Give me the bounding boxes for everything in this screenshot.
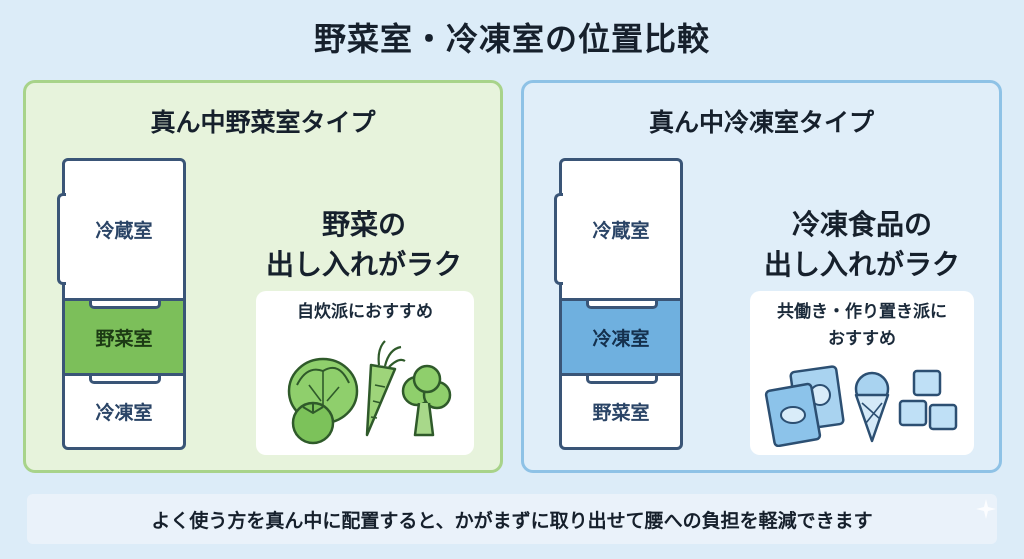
panel-title: 真ん中冷凍室タイプ <box>648 108 874 137</box>
compartment-top: 冷蔵室 <box>95 220 153 242</box>
compartment-bottom: 野菜室 <box>592 402 650 424</box>
door-handle <box>554 193 563 285</box>
summary-text: よく使う方を真ん中に配置すると、かがまずに取り出せて腰への負担を軽減できます <box>151 509 873 532</box>
page-title: 野菜室・冷凍室の位置比較 <box>313 20 710 58</box>
recommend-text: 共働き・作り置き派に おすすめ <box>750 299 974 353</box>
benefit-heading-line1: 冷凍食品の <box>791 208 932 241</box>
fridge-diagram: 冷蔵室 冷凍室 野菜室 <box>554 158 683 450</box>
divider <box>562 298 680 301</box>
panel-center-freezer: 真ん中冷凍室タイプ 冷蔵室 冷凍室 野菜室 冷凍食品の 出し入れがラク 共働き・… <box>521 80 1002 473</box>
recommend-card: 共働き・作り置き派に おすすめ <box>750 291 974 455</box>
recommend-text: 自炊派におすすめ <box>297 302 433 322</box>
door-handle <box>57 193 66 285</box>
compartment-middle: 野菜室 <box>65 301 183 373</box>
drawer-handle <box>586 376 658 384</box>
benefit-heading-line2: 出し入れがラク <box>265 248 462 281</box>
recommend-text-line2: おすすめ <box>828 329 896 349</box>
vegetables-icon <box>283 335 453 447</box>
panel-title: 真ん中野菜室タイプ <box>150 108 376 137</box>
summary-bar: よく使う方を真ん中に配置すると、かがまずに取り出せて腰への負担を軽減できます <box>27 494 997 544</box>
benefit-heading-line2: 出し入れがラク <box>763 248 960 281</box>
compartment-top: 冷蔵室 <box>592 220 650 242</box>
recommend-text-line1: 共働き・作り置き派に <box>777 302 947 322</box>
benefit-heading-line1: 野菜の <box>321 208 406 241</box>
drawer-handle <box>89 301 161 309</box>
benefit-heading: 野菜の 出し入れがラク <box>226 205 502 285</box>
fridge-diagram: 冷蔵室 野菜室 冷凍室 <box>57 158 186 450</box>
recommend-card: 自炊派におすすめ <box>256 291 474 455</box>
frozen-food-icon <box>764 361 964 447</box>
drawer-handle <box>89 376 161 384</box>
benefit-heading: 冷凍食品の 出し入れがラク <box>719 205 1005 285</box>
divider <box>562 373 680 376</box>
compartment-bottom: 冷凍室 <box>95 402 153 424</box>
drawer-handle <box>586 301 658 309</box>
panel-center-vegetable: 真ん中野菜室タイプ 冷蔵室 野菜室 冷凍室 野菜の 出し入れがラク 自炊派におす… <box>23 80 503 473</box>
divider <box>65 298 183 301</box>
compartment-middle: 冷凍室 <box>562 301 680 373</box>
divider <box>65 373 183 376</box>
sparkle-icon <box>975 498 997 520</box>
